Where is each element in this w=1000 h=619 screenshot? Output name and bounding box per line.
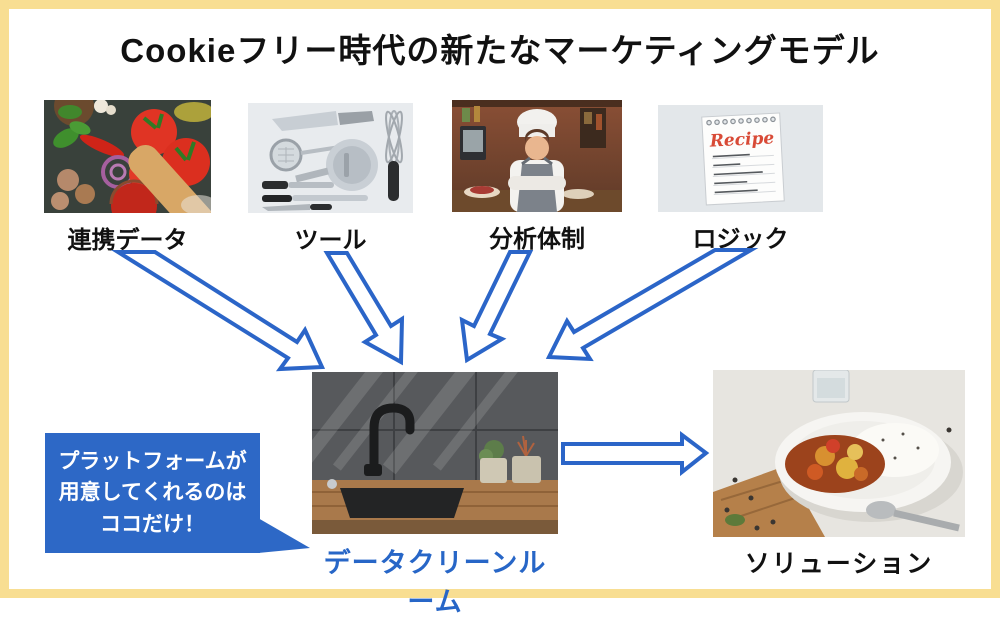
page-title: Cookieフリー時代の新たなマーケティングモデル bbox=[120, 32, 880, 69]
hub-node-data-clean-room: データクリーンルーム bbox=[312, 372, 558, 619]
source-node-linked-data: 連携データ bbox=[44, 100, 211, 255]
arrow-linked-data-to-hub bbox=[111, 250, 326, 372]
callout-tail bbox=[258, 518, 310, 553]
arrow-hub-to-solution bbox=[561, 431, 710, 477]
callout-line-2: 用意してくれるのは bbox=[58, 481, 247, 505]
outcome-label: ソリューション bbox=[744, 550, 934, 578]
arrow-tools-to-hub bbox=[323, 251, 405, 366]
source-node-tools: ツール bbox=[248, 103, 413, 255]
source-node-analysis-team: 分析体制 bbox=[452, 100, 622, 254]
arrow-logic-to-hub bbox=[545, 248, 759, 362]
source-label-linked-data: 連携データ bbox=[67, 227, 188, 254]
svg-text:Recipe: Recipe bbox=[708, 128, 775, 151]
kitchen-tools-photo bbox=[248, 103, 413, 213]
source-label-analysis-team: 分析体制 bbox=[489, 226, 585, 253]
curry-plate-photo bbox=[713, 370, 965, 537]
outcome-node-solution: ソリューション bbox=[713, 370, 965, 580]
source-node-logic: Recipe ロジック bbox=[658, 105, 823, 254]
kitchen-sink-photo bbox=[312, 372, 558, 534]
chef-analysis-team-photo bbox=[452, 100, 622, 212]
source-label-logic: ロジック bbox=[692, 226, 789, 253]
callout-line-3: ココだけ！ bbox=[100, 512, 205, 536]
recipe-note-photo: Recipe bbox=[658, 105, 823, 212]
callout-line-1: プラットフォームが bbox=[58, 449, 247, 473]
source-label-tools: ツール bbox=[294, 227, 367, 254]
platform-callout-bubble: プラットフォームが 用意してくれるのは ココだけ！ bbox=[45, 433, 260, 553]
arrow-analysis-to-hub bbox=[459, 250, 534, 364]
hub-label: データクリーンルーム bbox=[323, 548, 547, 617]
vegetables-photo bbox=[44, 100, 211, 213]
